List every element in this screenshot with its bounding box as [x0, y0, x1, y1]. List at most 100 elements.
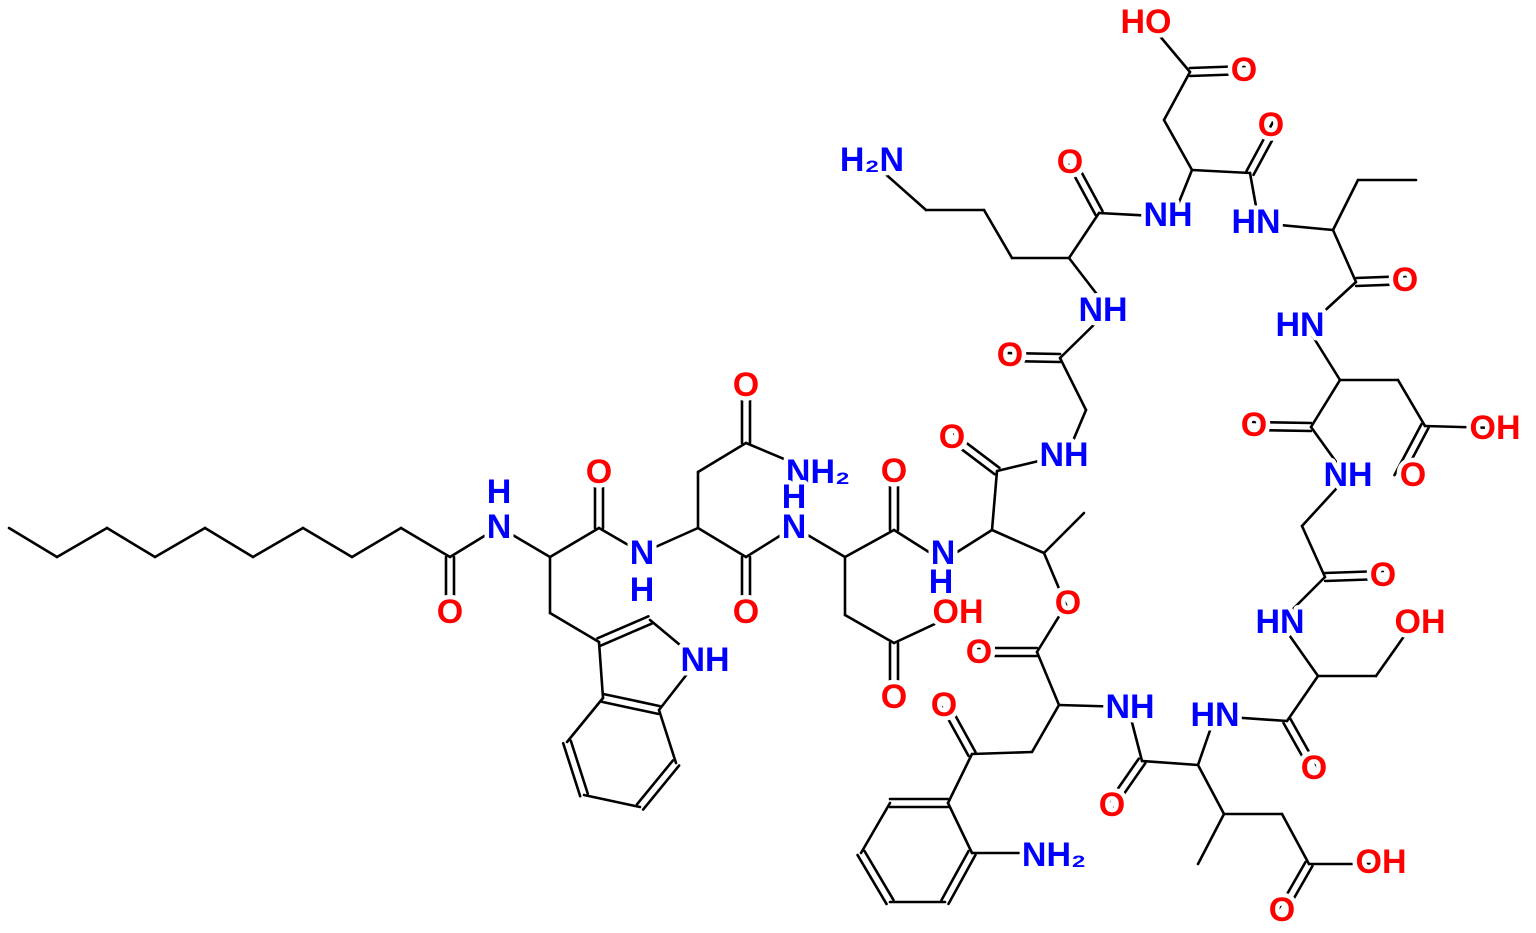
oxygen-atom-label: HO: [1121, 3, 1172, 41]
oxygen-atom-label: OH: [1470, 409, 1521, 447]
single-bond: [1305, 325, 1342, 382]
oxygen-atom-label: O: [1057, 143, 1083, 181]
double-bond: [569, 739, 590, 796]
single-bond: [1171, 168, 1194, 219]
single-bond: [1146, 20, 1192, 74]
single-bond: [597, 640, 605, 700]
single-bond: [1331, 178, 1360, 232]
single-bond: [657, 658, 700, 712]
nitrogen-atom-label: N: [931, 534, 956, 572]
single-bond: [1196, 812, 1226, 866]
single-bond: [1067, 256, 1111, 312]
nitrogen-atom-label: HN: [1231, 203, 1280, 241]
single-bond: [582, 793, 642, 809]
double-bond: [1277, 860, 1307, 911]
single-bond: [1331, 228, 1358, 284]
oxygen-atom-label: O: [1258, 106, 1284, 144]
single-bond: [970, 750, 1034, 756]
single-bond: [657, 708, 678, 765]
nitrogen-atom-label: HN: [1190, 696, 1239, 734]
single-bond: [301, 526, 354, 559]
single-bond: [843, 528, 896, 559]
double-bond: [940, 705, 970, 758]
nitrogen-atom-label: NH: [1143, 196, 1192, 234]
double-bond: [947, 853, 977, 906]
double-bond: [1323, 569, 1385, 575]
single-bond: [640, 526, 700, 555]
single-bond: [548, 611, 601, 644]
double-bond: [641, 764, 681, 811]
single-bond: [7, 526, 59, 559]
oxygen-atom-label: O: [586, 453, 612, 491]
double-bond: [602, 692, 662, 708]
single-bond: [153, 526, 207, 559]
single-bond: [1213, 714, 1289, 723]
double-bond: [1245, 119, 1275, 173]
single-bond: [1042, 551, 1068, 607]
nitrogen-atom-label: HN: [1275, 306, 1324, 344]
nitrogen-atom-label: NH: [1105, 688, 1154, 726]
double-bond: [596, 615, 650, 640]
single-bond: [1042, 511, 1086, 555]
double-bond: [863, 849, 895, 902]
single-bond: [1374, 623, 1414, 678]
single-bond: [448, 525, 501, 559]
single-bond: [648, 618, 700, 662]
single-bond: [1097, 211, 1175, 219]
single-bond: [1057, 703, 1130, 709]
single-bond: [1140, 759, 1200, 767]
double-bond: [1400, 426, 1430, 481]
single-bond: [982, 208, 1014, 260]
oxygen-atom-label: O: [437, 593, 463, 631]
single-bond: [1278, 620, 1320, 678]
single-bond: [892, 528, 945, 563]
single-bond: [1065, 408, 1088, 457]
single-bond: [1058, 356, 1088, 412]
oxygen-atom-label: O: [1392, 261, 1418, 299]
single-bond: [871, 161, 928, 212]
single-bond: [744, 525, 796, 559]
oxygen-atom-label: O: [881, 678, 907, 716]
double-bond: [599, 622, 653, 647]
single-bond: [548, 526, 601, 559]
double-bond: [948, 438, 996, 476]
double-bond: [1251, 428, 1313, 433]
single-bond: [1423, 424, 1497, 430]
single-bond: [1035, 650, 1061, 707]
oxygen-atom-label: O: [1231, 51, 1257, 89]
single-bond: [1190, 168, 1252, 175]
single-bond: [1305, 280, 1358, 329]
single-bond: [1285, 674, 1320, 723]
single-bond: [941, 528, 994, 563]
single-bond: [946, 801, 974, 855]
oxygen-atom-label: OH: [933, 593, 984, 631]
double-bond: [1074, 159, 1104, 213]
nitrogen-atom-label: NH₂: [786, 453, 850, 491]
bonds-layer: [7, 20, 1497, 915]
single-bond: [1162, 70, 1192, 122]
single-bond: [1257, 221, 1335, 232]
single-bond: [1280, 812, 1311, 866]
single-bond: [399, 526, 452, 559]
double-bond: [856, 853, 888, 906]
single-bond: [1300, 524, 1327, 579]
single-bond: [744, 441, 817, 474]
oxygen-atom-label: O: [1400, 456, 1426, 494]
single-bond: [892, 613, 956, 645]
single-bond: [1126, 705, 1144, 763]
single-bond: [1248, 171, 1261, 225]
nitrogen-atom-label: NH: [680, 641, 729, 679]
double-bond: [947, 701, 977, 754]
oxygen-atom-label: O: [939, 418, 965, 456]
single-bond: [1396, 378, 1427, 428]
single-bond: [1309, 378, 1342, 429]
single-bond: [1196, 763, 1226, 816]
double-bond: [1354, 274, 1413, 280]
double-bond: [953, 432, 1001, 470]
oxygen-atom-label: O: [1301, 749, 1327, 787]
oxygen-atom-label: O: [1269, 891, 1295, 929]
double-bond: [1003, 351, 1062, 356]
nitrogen-atom-label: H: [929, 563, 954, 601]
double-bond: [1251, 420, 1313, 425]
